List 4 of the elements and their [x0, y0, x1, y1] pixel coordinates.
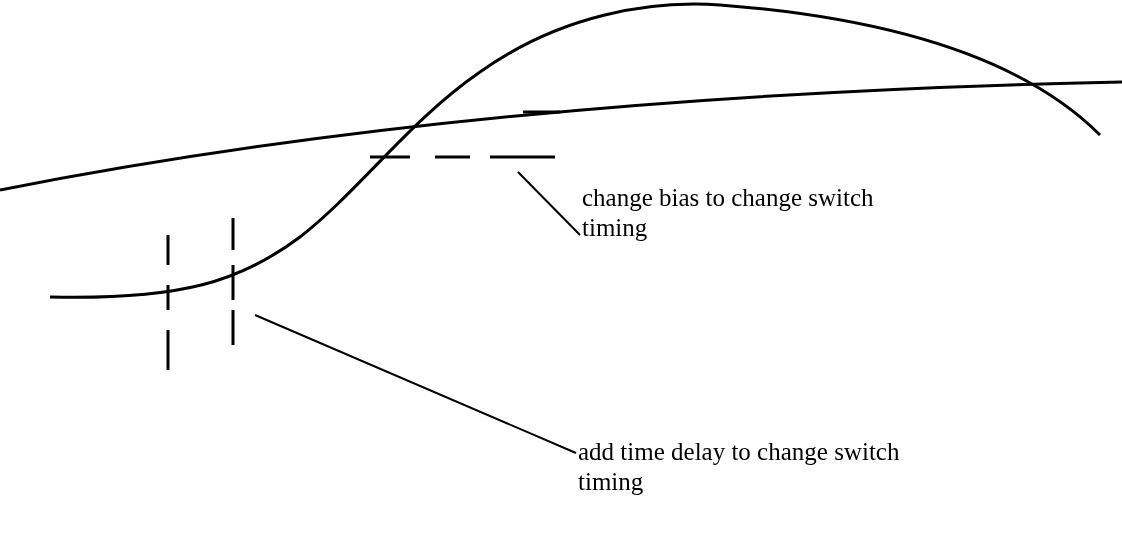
- leader-line: [254, 314, 577, 454]
- annotation-text: add time delay to change switch timing: [578, 437, 901, 497]
- leader-line: [517, 171, 581, 236]
- annotation-text: change bias to change switch timing: [582, 183, 875, 243]
